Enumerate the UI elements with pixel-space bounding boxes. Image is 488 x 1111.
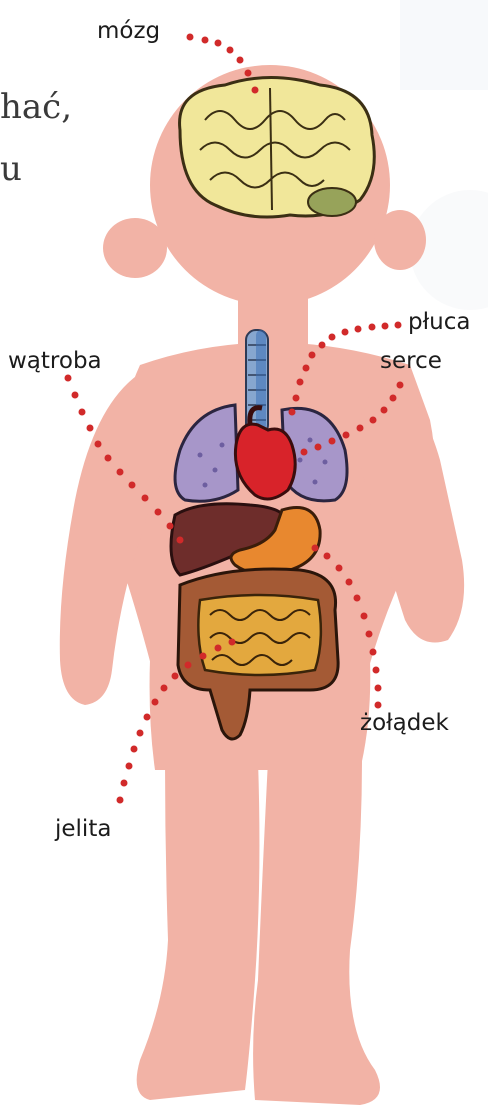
label-intestines: jelita bbox=[55, 818, 111, 841]
label-stomach: żołądek bbox=[360, 712, 449, 735]
label-brain: mózg bbox=[97, 20, 160, 43]
brain-illustration bbox=[180, 78, 375, 218]
label-heart: serce bbox=[380, 350, 442, 373]
label-liver: wątroba bbox=[8, 350, 102, 373]
label-lungs: płuca bbox=[408, 311, 470, 334]
